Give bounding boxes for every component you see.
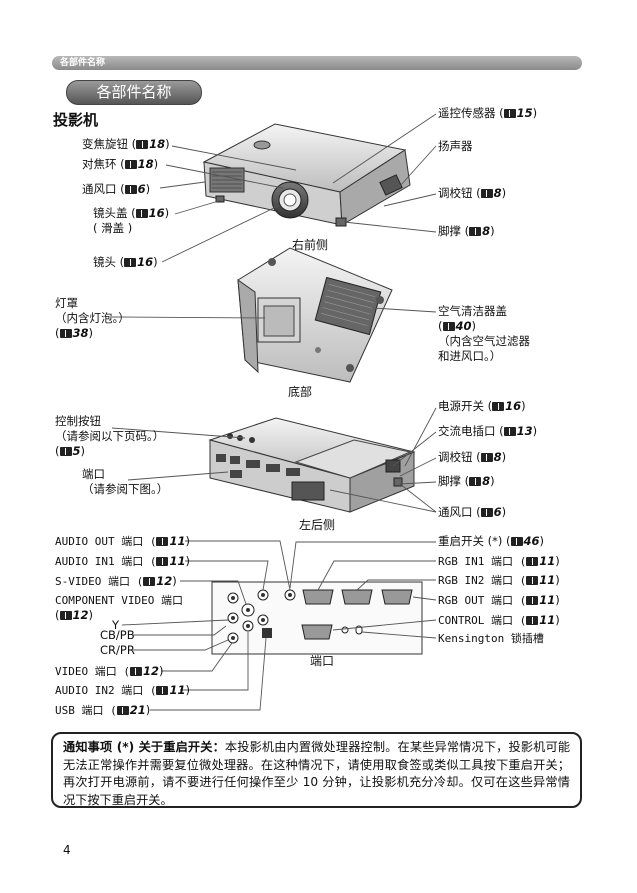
book-icon [442, 322, 455, 331]
book-icon [503, 109, 516, 118]
label-vent-rear: 通风口 (6) [438, 505, 507, 519]
label-rgb-in2: RGB IN2 端口 (11) [438, 573, 560, 587]
book-icon [526, 557, 539, 566]
label-cb-pb: CB/PB [100, 628, 135, 642]
label-vent-front: 通风口 (6) [82, 182, 151, 196]
label-cr-pr: CR/PR [100, 643, 135, 657]
label-focus-ring: 对焦环 (18) [82, 157, 159, 171]
notice-body: 本投影机由内置微处理器控制。在某些异常情况下，投影机可能无法正常操作并需要复位微… [63, 740, 571, 807]
book-icon [156, 686, 169, 695]
label-video: VIDEO 端口 (12) [55, 664, 164, 678]
book-icon [526, 616, 539, 625]
header-bar [52, 56, 582, 70]
label-filter-cover: 空气清洁器盖 (40) （内含空气过滤器 和进风口。） [438, 304, 530, 363]
book-icon [59, 611, 72, 620]
label-audio-in2: AUDIO IN2 端口 (11) [55, 683, 190, 697]
section-title: 投影机 [53, 111, 99, 129]
label-component-video: COMPONENT VIDEO 端口 (12) [55, 594, 183, 622]
label-adjust-button-rear: 调校钮 (8) [438, 450, 507, 464]
label-lens: 镜头 (16) [93, 255, 158, 269]
port-panel [211, 581, 423, 655]
title-pill [66, 80, 202, 105]
label-lens-cover: 镜头盖 (16) ( 滑盖 ) [93, 206, 170, 235]
book-icon [480, 508, 493, 517]
label-ac-inlet: 交流电插口 (13) [438, 424, 538, 438]
label-restart-switch: 重启开关 (*) (46) [438, 534, 545, 548]
label-foot-rear: 脚撑 (8) [438, 474, 495, 488]
caption-ports: 端口 [309, 654, 334, 668]
label-usb: USB 端口 (21) [55, 703, 151, 717]
label-power-switch: 电源开关 (16) [438, 399, 526, 413]
rear-view-projector [208, 417, 416, 513]
book-icon [116, 706, 129, 715]
book-icon [135, 209, 148, 218]
book-icon [59, 447, 72, 456]
book-icon [124, 258, 137, 267]
label-adjust-button-front: 调校钮 (8) [438, 186, 507, 200]
book-icon [469, 477, 482, 486]
label-control-port: CONTROL 端口 (11) [438, 613, 560, 627]
label-foot-front: 脚撑 (8) [438, 224, 495, 238]
book-icon [480, 453, 493, 462]
book-icon [59, 329, 72, 338]
page-title: 各部件名称 [96, 83, 172, 101]
book-icon [124, 160, 137, 169]
notice-heading: 通知事项 (*) 关于重启开关： [63, 740, 225, 754]
label-lamp-cover: 灯罩 （内含灯泡。） (38) [55, 296, 130, 340]
book-icon [129, 667, 142, 676]
label-zoom-knob: 变焦旋钮 (18) [82, 137, 170, 151]
front-view-projector [202, 123, 411, 227]
book-icon [156, 537, 169, 546]
label-audio-in1: AUDIO IN1 端口 (11) [55, 554, 190, 568]
label-rgb-out: RGB OUT 端口 (11) [438, 593, 560, 607]
notice-box: 通知事项 (*) 关于重启开关：本投影机由内置微处理器控制。在某些异常情况下，投… [51, 732, 582, 808]
book-icon [526, 576, 539, 585]
label-kensington: Kensington 锁插槽 [438, 632, 544, 645]
header-text: 各部件名称 [60, 58, 106, 68]
book-icon [136, 140, 149, 149]
page-number: 4 [63, 843, 71, 857]
caption-front: 右前侧 [291, 238, 328, 252]
book-icon [492, 402, 505, 411]
label-remote-sensor: 遥控传感器 (15) [438, 106, 538, 120]
book-icon [469, 227, 482, 236]
book-icon [143, 577, 156, 586]
label-control-buttons: 控制按钮 （请参阅以下页码。） (5) [55, 414, 165, 458]
caption-bottom: 底部 [287, 385, 312, 399]
book-icon [503, 427, 516, 436]
book-icon [510, 537, 523, 546]
label-speaker: 扬声器 [438, 139, 473, 153]
label-svideo: S-VIDEO 端口 (12) [55, 574, 177, 588]
label-audio-out: AUDIO OUT 端口 (11) [55, 534, 190, 548]
label-y: Y [112, 618, 120, 632]
caption-rear: 左后侧 [298, 518, 335, 532]
bottom-view-projector [237, 247, 393, 383]
book-icon [480, 189, 493, 198]
book-icon [156, 557, 169, 566]
label-ports: 端口 （请参阅下图。） [82, 467, 169, 496]
book-icon [124, 185, 137, 194]
label-rgb-in1: RGB IN1 端口 (11) [438, 554, 560, 568]
book-icon [526, 596, 539, 605]
